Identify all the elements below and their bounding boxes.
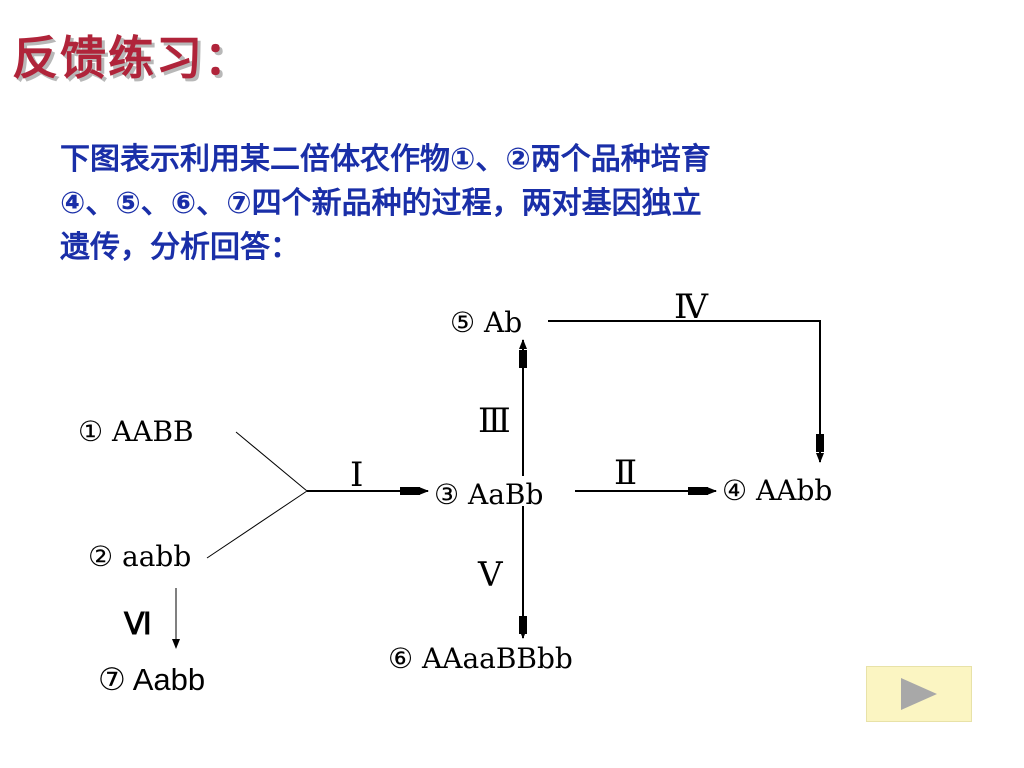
- arrow-step-5-head: [519, 616, 527, 634]
- step-3-label: Ⅲ: [478, 401, 511, 441]
- arrow-step-1-head: [400, 487, 420, 495]
- question-line-1: 下图表示利用某二倍体农作物①、②两个品种培育: [60, 142, 711, 177]
- step-5-label: Ⅴ: [477, 555, 504, 595]
- step-1-label: Ⅰ: [350, 455, 363, 495]
- play-triangle-icon: [901, 678, 937, 710]
- node-2-label: ② aabb: [88, 540, 191, 573]
- node-7-label: ⑦ Aabb: [98, 662, 205, 697]
- line-n2-to-merge: [206, 490, 308, 559]
- line-n1-to-merge: [235, 431, 308, 492]
- arrow-step-4: [548, 320, 824, 463]
- question-line-3: 遗传，分析回答：: [60, 230, 300, 265]
- page-title: 反馈练习：: [12, 31, 252, 85]
- node-1-label: ① AABB: [78, 415, 194, 448]
- node-6-label: ⑥ AAaaBBbb: [388, 642, 573, 675]
- arrow-step-2-head: [688, 487, 708, 495]
- arrow-step-4-head: [816, 434, 824, 452]
- next-slide-button[interactable]: [866, 666, 972, 722]
- node-3-label: ③ AaBb: [434, 478, 543, 511]
- question-text: 下图表示利用某二倍体农作物①、②两个品种培育 ④、⑤、⑥、⑦四个新品种的过程，两…: [60, 138, 960, 270]
- question-line-2: ④、⑤、⑥、⑦四个新品种的过程，两对基因独立: [60, 186, 702, 221]
- step-6-label: Ⅵ: [123, 608, 152, 641]
- step-4-label: Ⅳ: [674, 287, 709, 327]
- step-2-label: Ⅱ: [614, 453, 637, 493]
- arrow-step-3-head: [519, 350, 527, 368]
- node-5-label: ⑤ Ab: [450, 306, 522, 339]
- node-4-label: ④ AAbb: [722, 474, 832, 507]
